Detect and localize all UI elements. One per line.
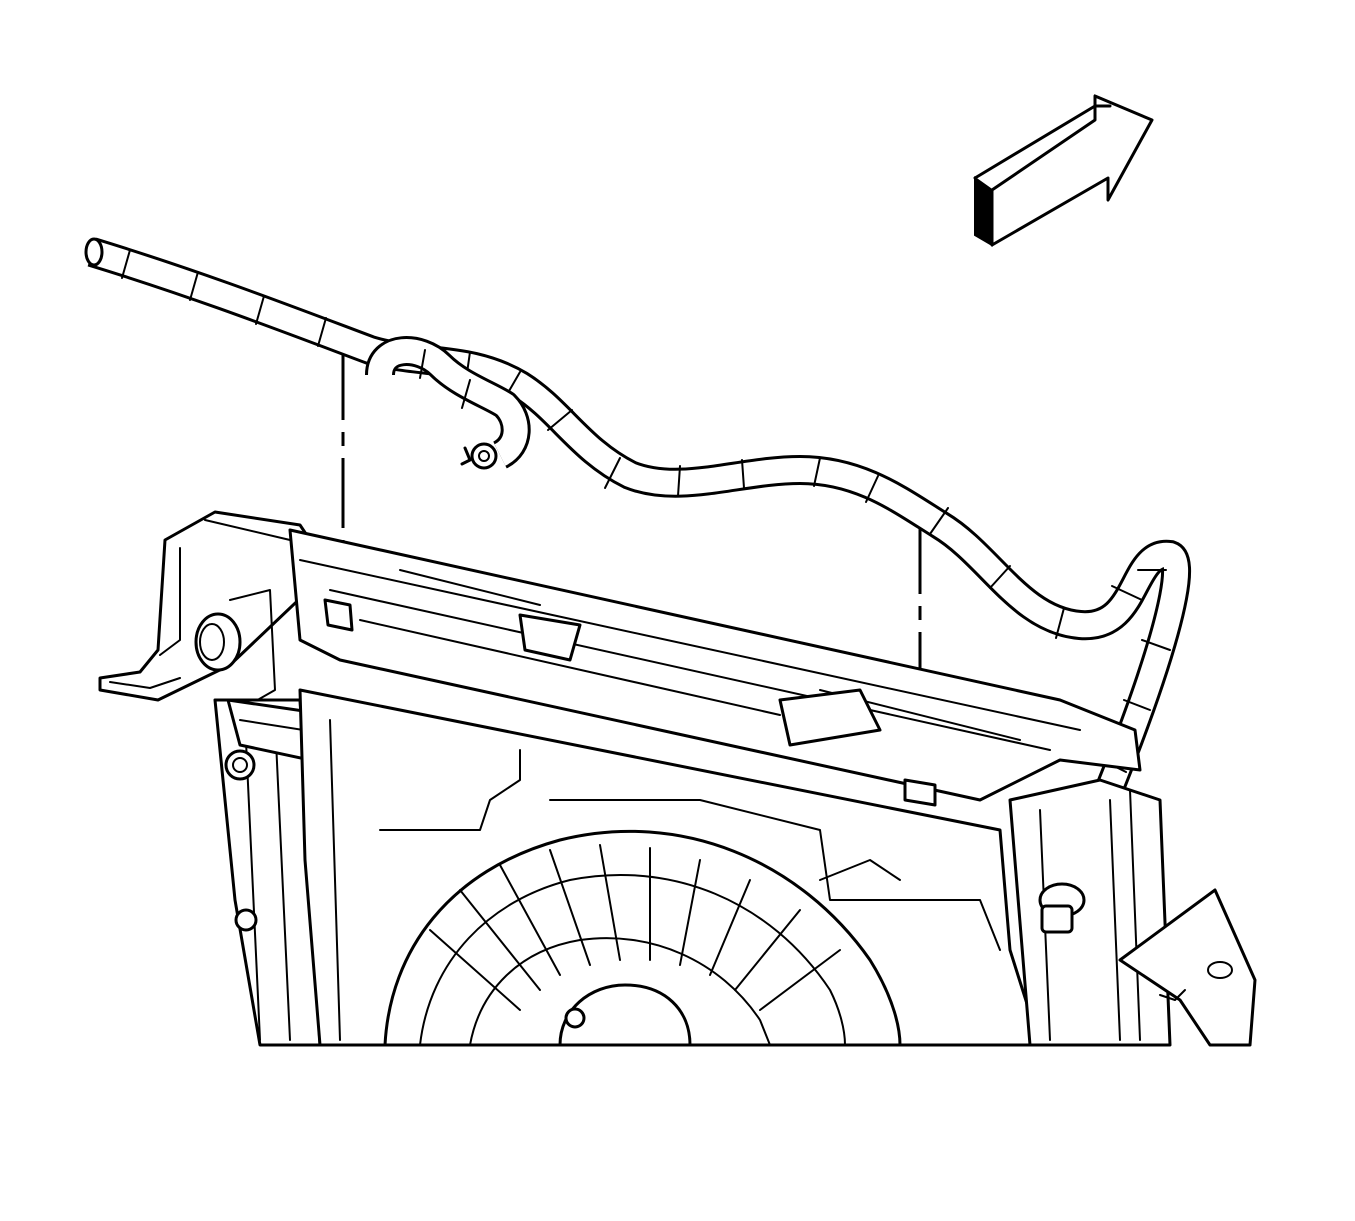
hose-lower-connector-icon xyxy=(1038,882,1086,934)
hose-icon xyxy=(84,237,1192,918)
direction-arrow-icon xyxy=(973,94,1154,247)
cooling-fan-icon xyxy=(383,829,902,1047)
illustration-crop-area xyxy=(0,1047,1355,1221)
hose-clamp-icon xyxy=(460,442,498,470)
